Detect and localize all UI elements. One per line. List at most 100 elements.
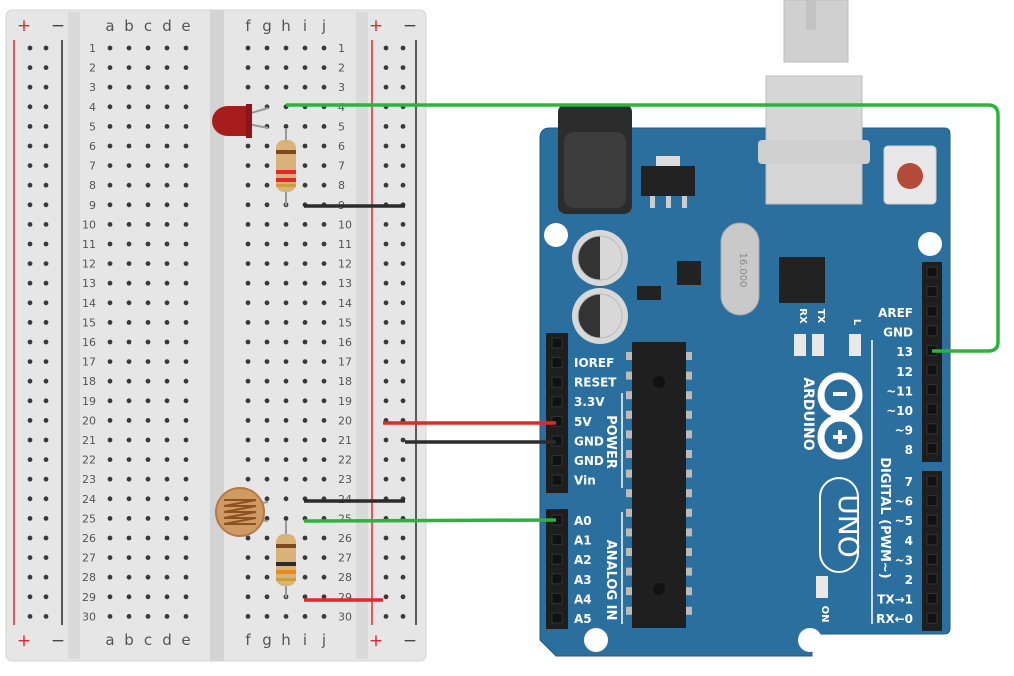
breadboard-hole bbox=[145, 143, 151, 149]
row-number-right: 13 bbox=[338, 277, 352, 290]
header-pin[interactable] bbox=[926, 423, 938, 435]
breadboard-hole bbox=[145, 280, 151, 286]
header-pin[interactable] bbox=[926, 286, 938, 298]
breadboard-hole bbox=[126, 359, 132, 364]
wire-green-a0[interactable] bbox=[303, 518, 557, 523]
breadboard-hole bbox=[145, 45, 151, 51]
breadboard-hole bbox=[302, 437, 308, 443]
breadboard-hole bbox=[400, 280, 406, 286]
breadboard-hole bbox=[145, 476, 151, 482]
breadboard-hole bbox=[302, 163, 308, 169]
header-pin[interactable] bbox=[926, 593, 938, 605]
left-minus-symbol-top: − bbox=[51, 16, 65, 36]
header-pin[interactable] bbox=[926, 364, 938, 376]
digital-pin-label: ~5 bbox=[895, 514, 913, 528]
breadboard-hole bbox=[43, 320, 49, 325]
row-number-left: 18 bbox=[82, 375, 96, 388]
digital-pin-label: 12 bbox=[896, 365, 913, 379]
chip-pin bbox=[686, 430, 692, 439]
column-letter-right: j bbox=[321, 631, 326, 649]
breadboard-hole bbox=[302, 339, 308, 345]
photoresistor[interactable] bbox=[215, 487, 269, 537]
header-pin[interactable] bbox=[926, 514, 938, 526]
breadboard-hole bbox=[164, 594, 170, 600]
row-number-left: 3 bbox=[89, 81, 96, 94]
breadboard-hole bbox=[27, 261, 33, 266]
breadboard-hole bbox=[27, 241, 33, 247]
analog-group-label: ANALOG IN bbox=[603, 540, 618, 621]
breadboard-hole bbox=[145, 300, 151, 306]
row-number-right: 22 bbox=[338, 454, 352, 467]
header-pin[interactable] bbox=[926, 553, 938, 565]
header-pin[interactable] bbox=[551, 534, 563, 546]
row-number-right: 12 bbox=[338, 258, 352, 271]
header-pin[interactable] bbox=[926, 495, 938, 507]
chip-pin bbox=[626, 587, 632, 596]
header-pin[interactable] bbox=[926, 384, 938, 396]
header-pin[interactable] bbox=[551, 592, 563, 604]
breadboard-hole bbox=[43, 339, 49, 345]
header-pin[interactable] bbox=[926, 573, 938, 585]
header-pin[interactable] bbox=[926, 475, 938, 487]
breadboard-hole bbox=[126, 65, 132, 70]
reset-button-cap[interactable] bbox=[897, 163, 923, 189]
breadboard-hole bbox=[264, 496, 270, 502]
breadboard-hole bbox=[164, 182, 170, 188]
wire-green-pin13[interactable] bbox=[286, 103, 1000, 353]
header-pin[interactable] bbox=[926, 325, 938, 337]
header-pin[interactable] bbox=[551, 357, 563, 369]
column-letter-left: b bbox=[124, 631, 134, 649]
resistor-sensor[interactable] bbox=[276, 521, 296, 598]
chip-pin bbox=[626, 606, 632, 615]
header-pin[interactable] bbox=[926, 442, 938, 454]
breadboard-hole bbox=[264, 202, 270, 208]
breadboard-hole bbox=[43, 280, 49, 286]
header-pin[interactable] bbox=[926, 403, 938, 415]
header-pin[interactable] bbox=[926, 534, 938, 546]
breadboard-hole bbox=[302, 143, 308, 149]
breadboard-hole bbox=[321, 398, 327, 404]
header-pin[interactable] bbox=[551, 376, 563, 388]
breadboard-hole bbox=[183, 437, 189, 443]
breadboard-hole bbox=[264, 535, 270, 541]
header-pin[interactable] bbox=[551, 612, 563, 624]
breadboard-hole bbox=[43, 418, 49, 423]
breadboard-hole bbox=[400, 84, 406, 90]
row-number-left: 30 bbox=[82, 610, 96, 623]
column-letter-right: f bbox=[245, 17, 251, 35]
breadboard-hole bbox=[27, 300, 33, 306]
breadboard-hole bbox=[400, 143, 406, 149]
breadboard-hole bbox=[302, 124, 308, 129]
breadboard-hole bbox=[145, 378, 151, 384]
row-number-right: 23 bbox=[338, 473, 352, 486]
header-pin[interactable] bbox=[551, 553, 563, 565]
breadboard-hole bbox=[126, 202, 132, 208]
breadboard-hole bbox=[400, 614, 406, 619]
breadboard-hole bbox=[400, 261, 406, 266]
breadboard-hole bbox=[183, 516, 189, 521]
breadboard-hole bbox=[264, 437, 270, 443]
header-pin[interactable] bbox=[926, 305, 938, 317]
header-pin[interactable] bbox=[551, 474, 563, 486]
header-pin[interactable] bbox=[551, 455, 563, 467]
header-pin[interactable] bbox=[926, 266, 938, 278]
red-led[interactable] bbox=[212, 104, 269, 138]
breadboard-hole bbox=[183, 320, 189, 325]
breadboard-hole bbox=[245, 241, 251, 247]
header-pin[interactable] bbox=[551, 573, 563, 585]
microcontroller-chip bbox=[632, 342, 686, 628]
chip-pin bbox=[686, 450, 692, 458]
header-pin[interactable] bbox=[926, 612, 938, 624]
breadboard-hole bbox=[27, 437, 33, 443]
breadboard-hole bbox=[126, 457, 132, 462]
breadboard-hole bbox=[145, 104, 151, 110]
resistor-led[interactable] bbox=[276, 128, 296, 206]
header-pin[interactable] bbox=[551, 337, 563, 349]
breadboard-hole bbox=[400, 398, 406, 404]
breadboard-hole bbox=[126, 300, 132, 306]
breadboard-hole bbox=[302, 378, 308, 384]
header-pin[interactable] bbox=[551, 396, 563, 408]
breadboard-hole bbox=[183, 398, 189, 404]
on-label: ON bbox=[819, 606, 830, 623]
breadboard-hole bbox=[107, 535, 113, 541]
